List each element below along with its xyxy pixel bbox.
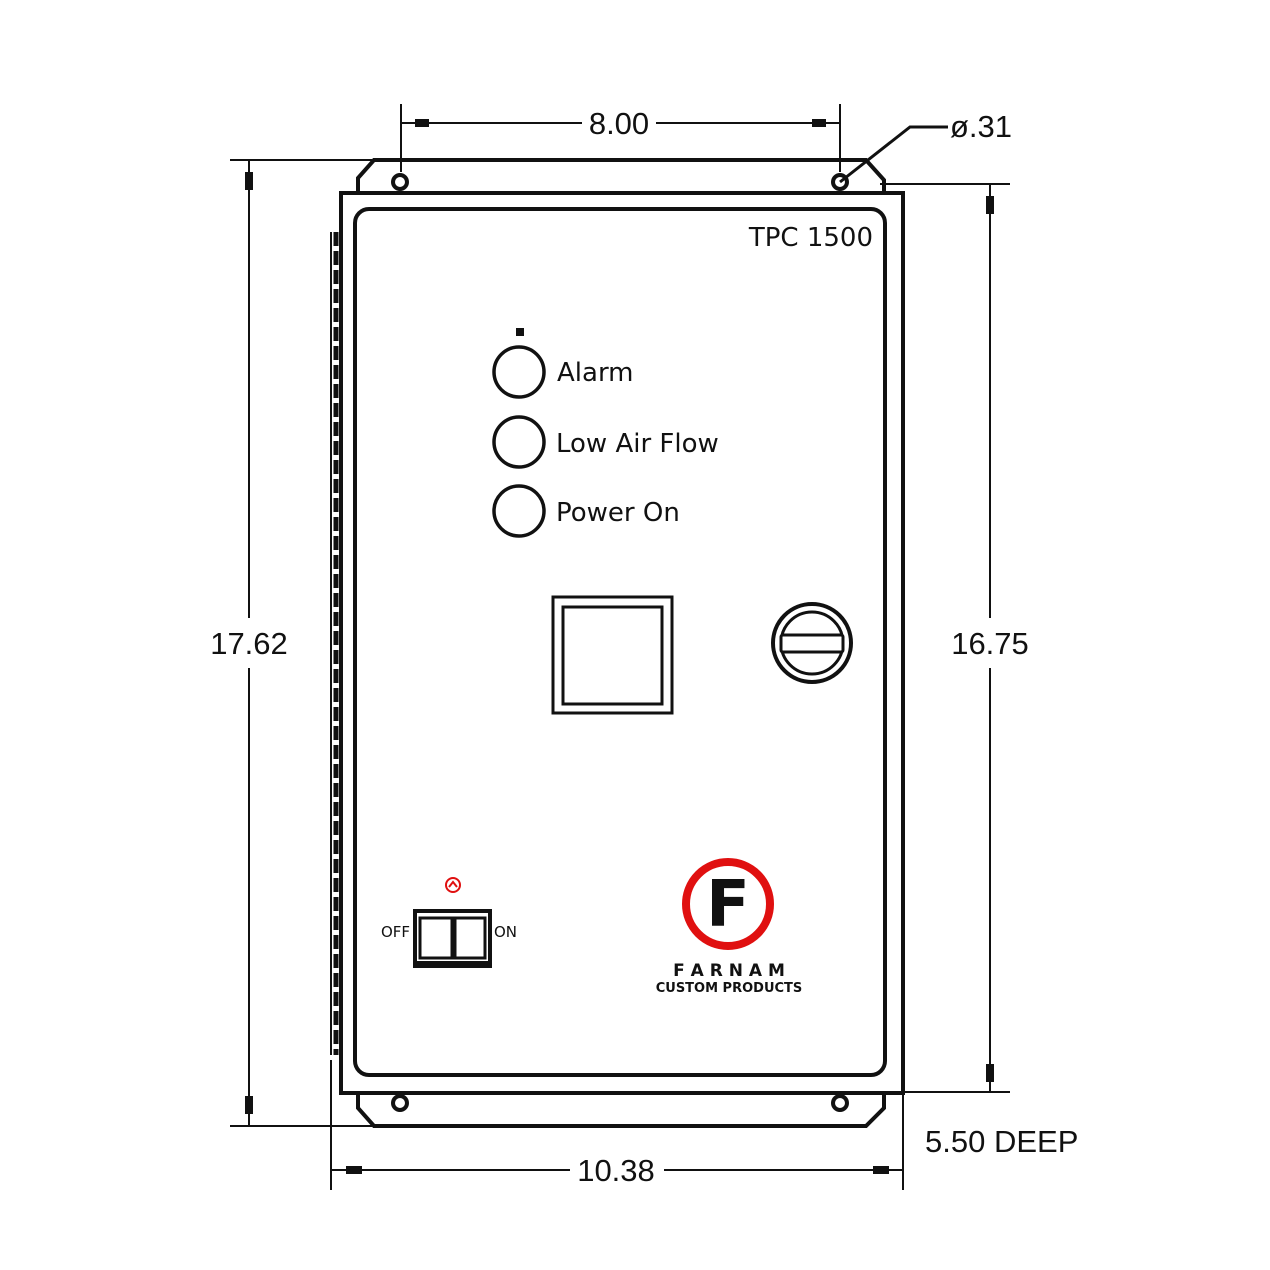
enclosure-outline (339, 191, 905, 1095)
switch-off-label: OFF (381, 923, 410, 941)
width-dimension: 10.38 (331, 1093, 904, 1190)
hole-diameter-label: ø.31 (950, 109, 1012, 144)
alarm-label: Alarm (557, 358, 634, 388)
depth-label: 5.50 DEEP (925, 1124, 1078, 1159)
logo-name: F A R N A M (673, 961, 785, 981)
low-air-flow-label: Low Air Flow (556, 429, 719, 459)
indicator-alarm: Alarm (492, 345, 634, 399)
hole-diameter-callout: ø.31 (839, 109, 1012, 184)
hole-spacing-dimension: 8.00 (400, 104, 841, 172)
switch-indicator-icon (445, 877, 461, 893)
power-on-light (492, 484, 546, 538)
door-latch-icon (771, 602, 853, 684)
door-height-dimension: 16.75 (880, 183, 1029, 1093)
indicator-marker (516, 328, 524, 336)
door-hinge (330, 232, 339, 1190)
door-height-label: 16.75 (951, 626, 1029, 661)
overall-height-label: 17.62 (210, 626, 288, 661)
switch-on-label: ON (494, 923, 517, 941)
logo-tagline: CUSTOM PRODUCTS (656, 981, 803, 996)
bottom-mounting-flange (356, 1093, 886, 1128)
low-air-flow-light (492, 415, 546, 469)
top-mounting-flange (356, 158, 886, 193)
alarm-light (492, 345, 546, 399)
model-label: TPC 1500 (748, 223, 873, 253)
enclosure-door (353, 207, 887, 1077)
farnam-logo: F F A R N A M CUSTOM PRODUCTS (656, 858, 803, 996)
width-label: 10.38 (577, 1153, 655, 1188)
indicator-low-air-flow: Low Air Flow (492, 415, 719, 469)
hole-spacing-label: 8.00 (589, 106, 649, 141)
logo-letter: F (706, 868, 750, 942)
indicator-power-on: Power On (492, 484, 680, 538)
display-window (551, 595, 674, 715)
power-on-label: Power On (556, 498, 680, 528)
overall-height-dimension: 17.62 (210, 159, 372, 1127)
power-rocker-switch: OFF ON (381, 877, 517, 968)
